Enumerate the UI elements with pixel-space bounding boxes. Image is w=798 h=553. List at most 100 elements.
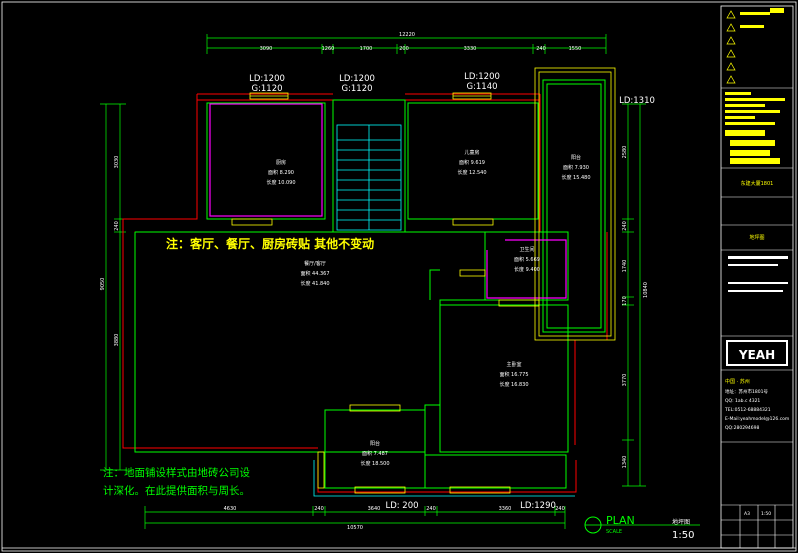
- room-name: 儿童房: [464, 149, 479, 156]
- revision-bars: [740, 8, 784, 28]
- company-line: QQ: 1ab.c 4321: [725, 398, 760, 404]
- company-line: TEL:0512-68884321: [724, 407, 771, 413]
- dim-label: 1340: [622, 456, 628, 469]
- project-name: 东建大厦1801: [741, 180, 774, 187]
- opening-g: G:1140: [466, 82, 497, 92]
- left-dimensions: [100, 103, 126, 471]
- company-logo: YEAH: [738, 348, 775, 362]
- room-perimeter: 长度 12.540: [457, 169, 486, 176]
- opening-ld: LD:1310: [619, 96, 655, 106]
- plan-scale: 1:50: [672, 530, 694, 541]
- dim-label: 4630: [224, 506, 237, 512]
- tiled-areas: [209, 103, 567, 299]
- left-segment-dimensions: 3030 240 3880: [114, 156, 120, 347]
- plan-title: PLAN: [606, 514, 635, 527]
- dim-label: 3640: [368, 506, 381, 512]
- opening-labels: LD:1200 G:1120 LD:1200 G:1120 LD:1200 G:…: [249, 72, 655, 511]
- top-segment-dimensions: 3090 1260 1700 200 3330 240 1550: [260, 46, 582, 52]
- plan-label: PLAN SCALE 地坪图 1:50: [584, 514, 700, 541]
- room-name: 餐厅/客厅: [304, 260, 326, 267]
- opening-ld: LD:1200: [464, 72, 500, 82]
- dim-label: 240: [536, 46, 546, 52]
- room-area: 面积 16.775: [499, 371, 528, 378]
- opening-g: G:1120: [251, 84, 282, 94]
- room-area: 面积 5.669: [514, 256, 540, 263]
- dim-label: 1550: [569, 46, 582, 52]
- dim-label: 1260: [322, 46, 335, 52]
- staircase: [313, 124, 575, 497]
- room-area: 面积 7.930: [563, 164, 589, 171]
- dim-label: 2580: [622, 146, 628, 159]
- dim-label: 3090: [260, 46, 273, 52]
- room-kitchen: 厨房 面积 8.290 长度 10.090: [266, 159, 295, 186]
- opening-ld: LD:1200: [339, 74, 375, 84]
- room-perimeter: 长度 9.400: [514, 266, 540, 273]
- room-balcony-right: 阳台 面积 7.930 长度 15.480: [561, 154, 590, 181]
- footer-note-line1: 注：地面铺设样式由地砖公司设: [103, 466, 250, 479]
- title-block: 东建大厦1801 地坪图 YEAH 中国 · 苏州 地址：苏州市1801号 QQ…: [720, 5, 794, 549]
- room-name: 厨房: [276, 159, 286, 166]
- top-total-dimension: 12220: [399, 32, 415, 38]
- footer-note-line2: 计深化。在此提供面积与周长。: [103, 484, 250, 497]
- room-balcony-bottom: 阳台 面积 7.487 长度 18.500: [360, 440, 389, 467]
- dim-label: 240: [426, 506, 436, 512]
- company-line: QQ:280294698: [725, 425, 760, 431]
- room-perimeter: 长度 16.830: [499, 381, 528, 388]
- company-line: 中国 · 苏州: [725, 378, 750, 385]
- room-perimeter: 长度 10.090: [266, 179, 295, 186]
- company-info: 中国 · 苏州 地址：苏州市1801号 QQ: 1ab.c 4321 TEL:0…: [724, 378, 789, 431]
- room-labels: 厨房 面积 8.290 长度 10.090 儿童房 面积 9.619 长度 12…: [266, 149, 590, 467]
- room-child: 儿童房 面积 9.619 长度 12.540: [457, 149, 486, 176]
- plan-sheet-label: 地坪图: [672, 518, 690, 526]
- bottom-dimensions: [144, 506, 566, 529]
- opening-ld: LD:1290: [520, 501, 556, 511]
- left-total-dimension: 9050: [100, 278, 106, 291]
- dim-label: 1740: [622, 260, 628, 273]
- dim-label: 1700: [360, 46, 373, 52]
- dim-label: 3030: [114, 156, 120, 169]
- room-area: 面积 44.367: [300, 270, 329, 277]
- dim-label: 3330: [464, 46, 477, 52]
- dim-label: 3360: [499, 506, 512, 512]
- opening-ld: LD:1200: [249, 74, 285, 84]
- company-line: E-Mail:yeahmodel@126.com: [725, 416, 789, 422]
- room-name: 阳台: [370, 440, 380, 447]
- dim-label: 3770: [622, 374, 628, 387]
- sheet-size: A3: [744, 511, 750, 517]
- dim-label: 170: [622, 296, 628, 306]
- room-perimeter: 长度 18.500: [360, 460, 389, 467]
- dim-label: 240: [314, 506, 324, 512]
- room-area: 面积 9.619: [459, 159, 485, 166]
- right-total-dimension: 10840: [643, 282, 649, 298]
- room-name: 卫生间: [519, 246, 534, 253]
- room-name: 阳台: [571, 154, 581, 161]
- info-block: [725, 92, 785, 164]
- room-living: 餐厅/客厅 面积 44.367 长度 41.840: [300, 260, 329, 287]
- plan-subtitle: SCALE: [606, 529, 622, 535]
- right-segment-dimensions: 2580 240 1740 170 3770 1340: [622, 146, 628, 469]
- main-note: 注：客厅、餐厅、厨房砖贴 其他不变动: [166, 236, 374, 251]
- windows: [231, 67, 616, 494]
- room-perimeter: 长度 41.840: [300, 280, 329, 287]
- room-area: 面积 8.290: [268, 169, 294, 176]
- right-dimensions: [622, 103, 646, 487]
- interior-walls: [134, 79, 606, 489]
- dim-label: 3880: [114, 334, 120, 347]
- room-master: 主卧室 面积 16.775 长度 16.830: [499, 361, 528, 388]
- bottom-total-dimension: 10570: [347, 525, 363, 531]
- bottom-segment-dimensions: 4630 240 3640 240 3360 240: [224, 506, 565, 512]
- top-dimensions: [206, 34, 607, 54]
- revision-triangles: [726, 10, 736, 84]
- room-bathroom: 卫生间 面积 5.669 长度 9.400: [514, 246, 540, 273]
- drawing-name: 地坪图: [749, 234, 764, 241]
- dim-label: 200: [399, 46, 409, 52]
- company-line: 地址：苏州市1801号: [725, 388, 768, 395]
- room-area: 面积 7.487: [362, 450, 388, 457]
- dim-label: 240: [555, 506, 565, 512]
- sheet-scale: 1:50: [761, 511, 771, 517]
- dim-label: 240: [622, 221, 628, 231]
- room-perimeter: 长度 15.480: [561, 174, 590, 181]
- opening-ld: LD: 200: [385, 501, 418, 511]
